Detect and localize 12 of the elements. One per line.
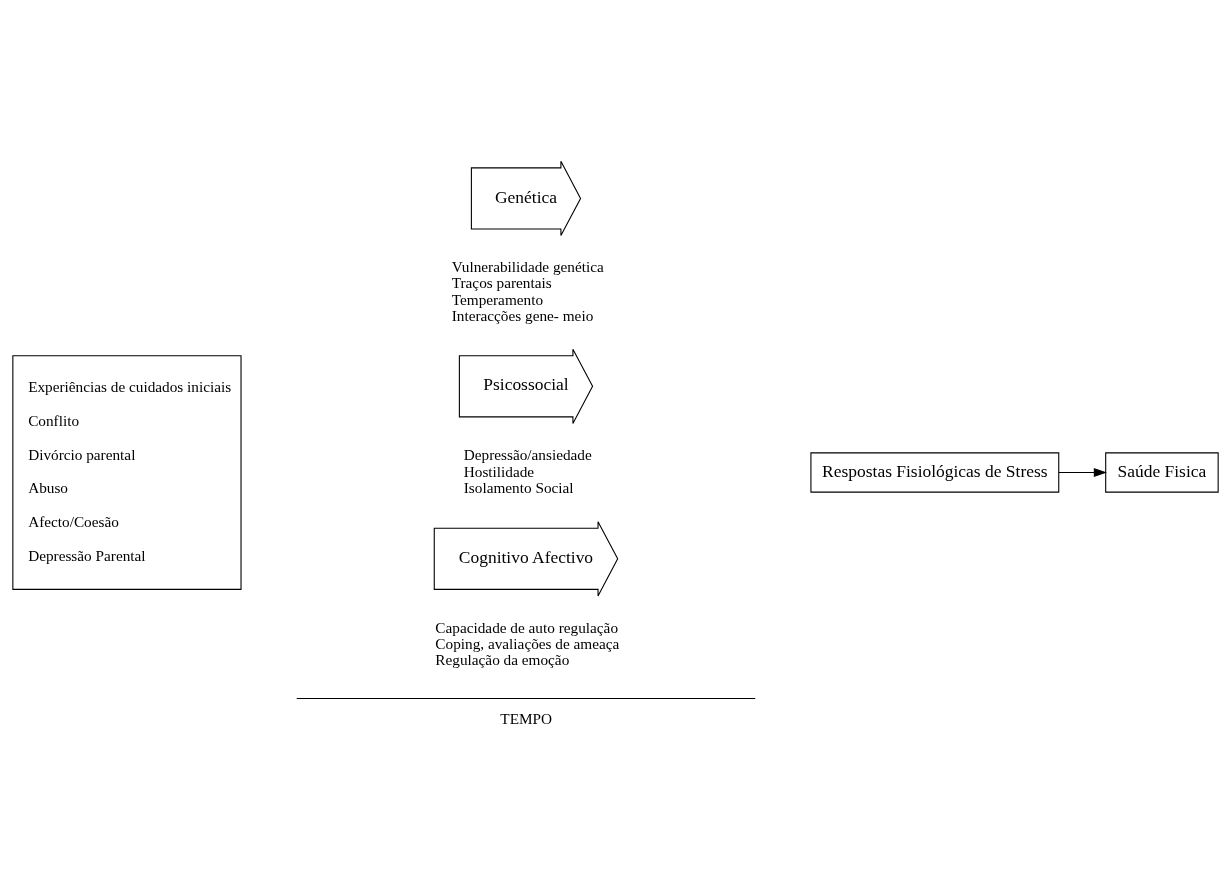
node-label: Temperamento <box>451 290 544 308</box>
node-box: Respostas Fisiológicas de Stress <box>810 451 1060 493</box>
label: TEMPO <box>500 709 553 727</box>
node-box: Experiências de cuidados iniciais Conflito Divórcio parental Abuso Afecto/Coesão Depressão Parental <box>12 354 242 590</box>
node-label: Capacidade de auto regulação <box>435 618 619 636</box>
arrow <box>1058 467 1107 477</box>
node-label: Hostilidade <box>463 462 535 480</box>
node-label: Depressão/ansiedade <box>463 445 592 463</box>
node-label: Traços parentais <box>451 273 552 291</box>
node-label: Vulnerabilidade genética <box>451 257 604 275</box>
node-label: Isolamento Social <box>463 478 574 496</box>
node-box: Saúde Fisica <box>1105 451 1219 493</box>
